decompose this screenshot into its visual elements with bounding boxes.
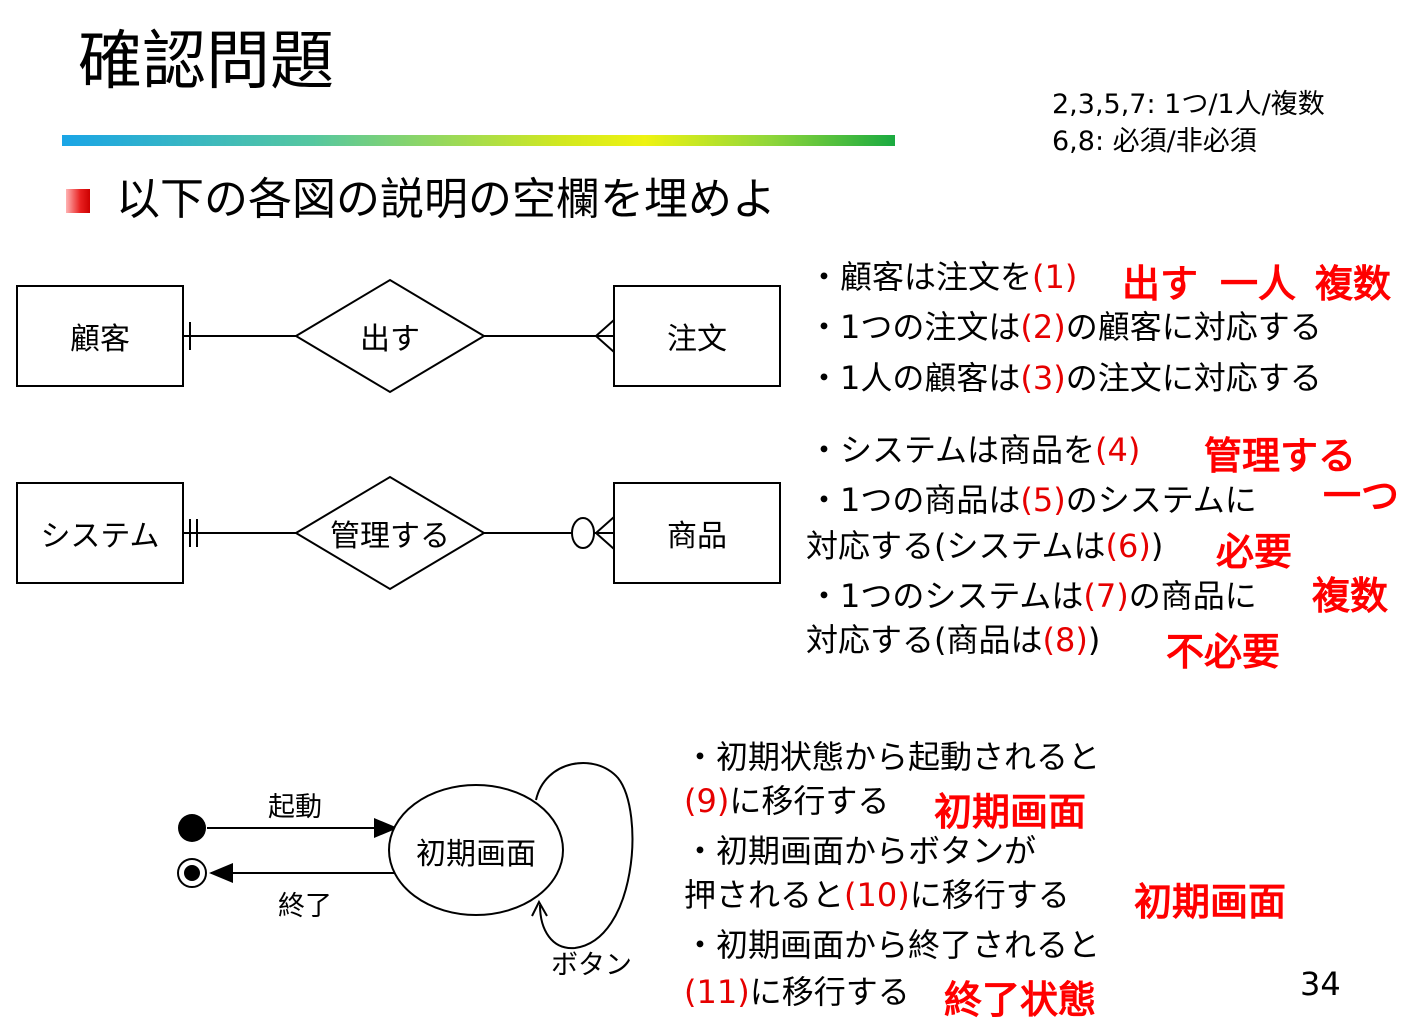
entity-customer: 顧客 [16,285,184,387]
blank-8: (8) [1042,621,1088,659]
q2-line-4: ・1つのシステムは(7)の商品に [808,577,1257,615]
self-loop [535,762,634,950]
er2-relation-diamond [294,475,486,591]
answer-8: 不必要 [1166,630,1281,674]
initial-state-dot [178,814,206,842]
start-label: 起動 [268,792,322,823]
answer-3: 複数 [1315,262,1392,306]
page-title: 確認問題 [78,25,334,99]
answer-7: 複数 [1312,574,1389,618]
many-mark-upper [595,319,615,337]
instruction-text: 以下の各図の説明の空欄を埋めよ [116,174,776,225]
answer-6: 必要 [1216,530,1293,574]
answer-11: 終了状態 [944,978,1097,1022]
state-name-label: 初期画面 [416,837,536,872]
blank-5: (5) [1020,481,1066,519]
blank-7: (7) [1083,577,1129,615]
q3-line-3: ・初期画面からボタンが [684,832,1037,870]
answer-9: 初期画面 [934,790,1087,834]
answer-4: 管理する [1204,434,1357,478]
answer-10: 初期画面 [1134,880,1287,924]
final-state-inner [184,865,200,881]
entity-product: 商品 [613,482,781,584]
q3-line-5: ・初期画面から終了されると [684,926,1101,964]
blank-9: (9) [684,782,730,820]
er1-connectors [183,319,615,353]
q3-line-4: 押されると(10)に移行する [684,876,1070,914]
entity-order: 注文 [613,285,781,387]
answer-1: 出す [1122,262,1199,306]
blank-1: (1) [1032,258,1078,296]
blank-11: (11) [684,973,750,1011]
q3-line-6: (11)に移行する [684,973,910,1011]
q1-line-2: ・1つの注文は(2)の顧客に対応する [808,308,1322,346]
relation-label-2: 管理する [330,519,450,554]
relation-label-1: 出す [360,322,420,357]
title-underline-bar [62,135,895,146]
blank-10: (10) [844,876,910,914]
hint-line-2: 6,8: 必須/非必須 [1052,126,1257,157]
answer-2: 一人 [1220,262,1297,306]
q2-line-2: ・1つの商品は(5)のシステムに [808,481,1257,519]
answer-5: 一つ [1323,474,1400,518]
answer-hint: 2,3,5,7: 1つ/1人/複数 6,8: 必須/非必須 [1052,86,1325,160]
q3-line-1: ・初期状態から起動されると [684,738,1101,776]
page-number: 34 [1300,965,1341,1003]
er2-connectors [183,516,615,550]
hint-line-1: 2,3,5,7: 1つ/1人/複数 [1052,89,1325,120]
blank-6: (6) [1105,527,1151,565]
many-mark-lower [595,532,615,550]
entity-system: システム [16,482,184,584]
bullet-square-icon [66,189,90,213]
q2-line-1: ・システムは商品を(4) [808,431,1141,469]
blank-2: (2) [1020,308,1066,346]
blank-4: (4) [1095,431,1141,469]
state-ellipse [388,784,564,916]
q1-line-1: ・顧客は注文を(1) [808,258,1078,296]
q2-line-5: 対応する(商品は(8)) [806,621,1101,659]
self-loop-arrowhead [531,899,548,917]
self-loop-label: ボタン [551,950,632,981]
zero-mark [571,517,595,549]
q2-line-3: 対応する(システムは(6)) [806,527,1164,565]
many-mark-upper [595,516,615,534]
blank-3: (3) [1020,359,1066,397]
er1-relation-diamond [294,278,486,394]
many-mark-lower [595,335,615,353]
q1-line-3: ・1人の顧客は(3)の注文に対応する [808,359,1322,397]
q3-line-2: (9)に移行する [684,782,890,820]
end-label: 終了 [278,891,332,922]
